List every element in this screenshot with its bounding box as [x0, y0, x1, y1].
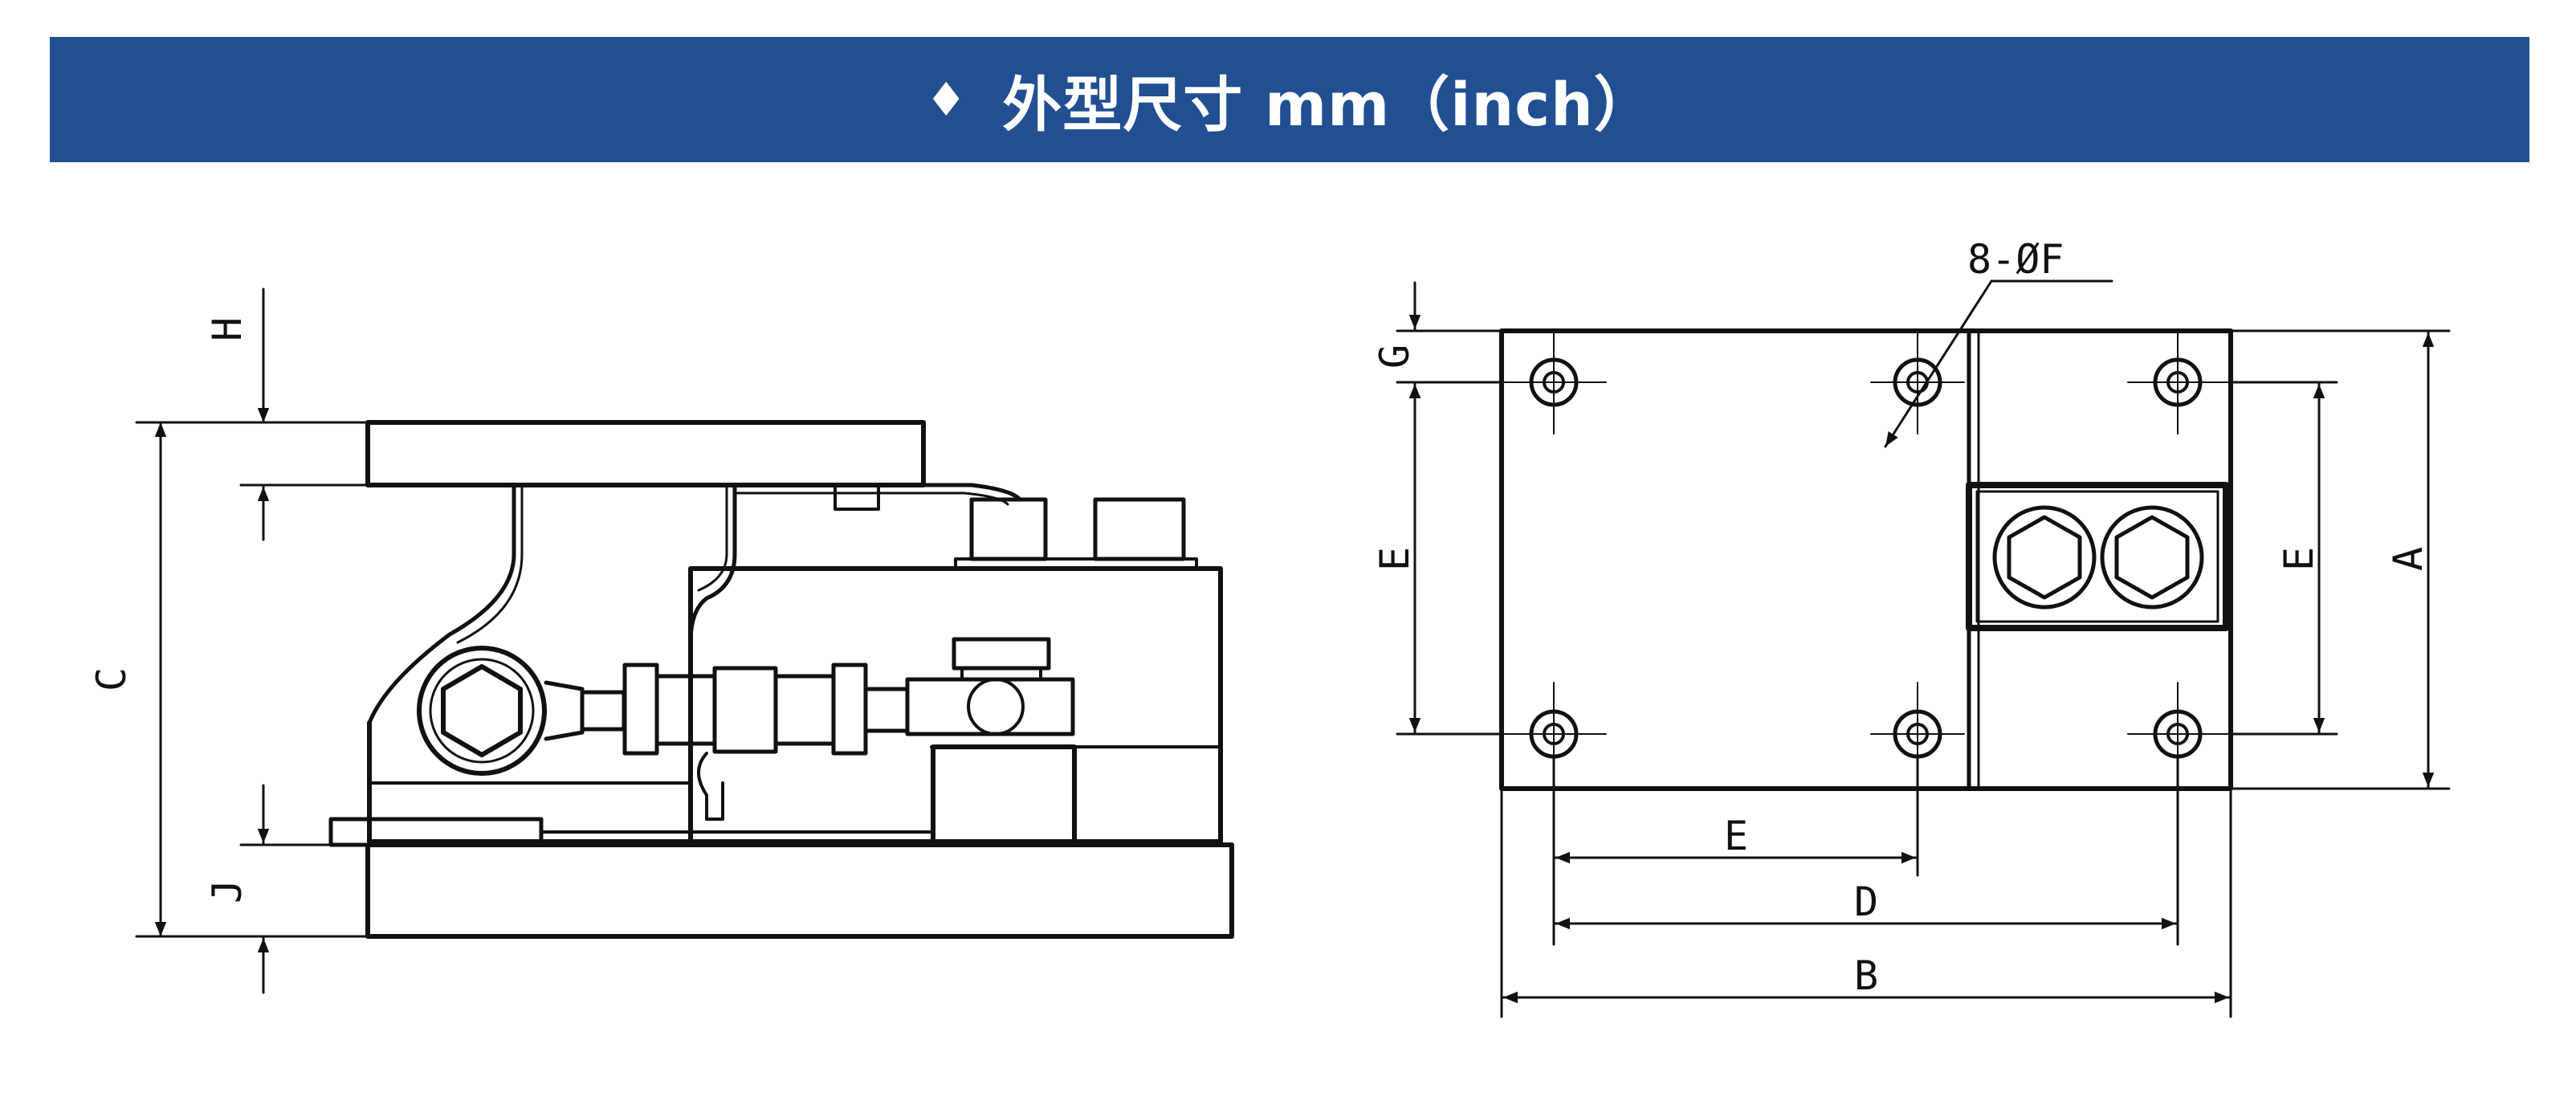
label-holes: 8-ØF: [1967, 236, 2064, 283]
hex-bolt-left: [417, 646, 547, 776]
label-G: G: [1372, 345, 1418, 369]
mounting-holes: [1529, 357, 2203, 759]
page-title: 外型尺寸 mm（inch）: [1002, 70, 1654, 140]
label-C: C: [88, 667, 135, 691]
bolt-head-1: [1992, 505, 2097, 610]
label-D: D: [1854, 879, 1878, 925]
top-view: 8-ØF G E E A E D B: [1372, 236, 2451, 1018]
base-plate-outline: [1499, 328, 2233, 791]
header-bar: ♦ 外型尺寸 mm（inch）: [50, 37, 2529, 162]
side-view: H C J: [88, 288, 1234, 994]
diamond-bullet-icon: ♦: [925, 72, 968, 127]
label-E-bottom: E: [1724, 813, 1748, 859]
label-B: B: [1854, 952, 1878, 999]
main-body: [688, 566, 1223, 844]
upper-bracket: [367, 483, 737, 749]
label-A: A: [2385, 547, 2431, 571]
label-H: H: [204, 317, 251, 341]
top-plate: [365, 420, 926, 487]
label-E-left: E: [1372, 547, 1418, 571]
label-E-right: E: [2276, 547, 2322, 571]
bolt-head-2: [2100, 505, 2204, 610]
label-J: J: [204, 879, 251, 903]
